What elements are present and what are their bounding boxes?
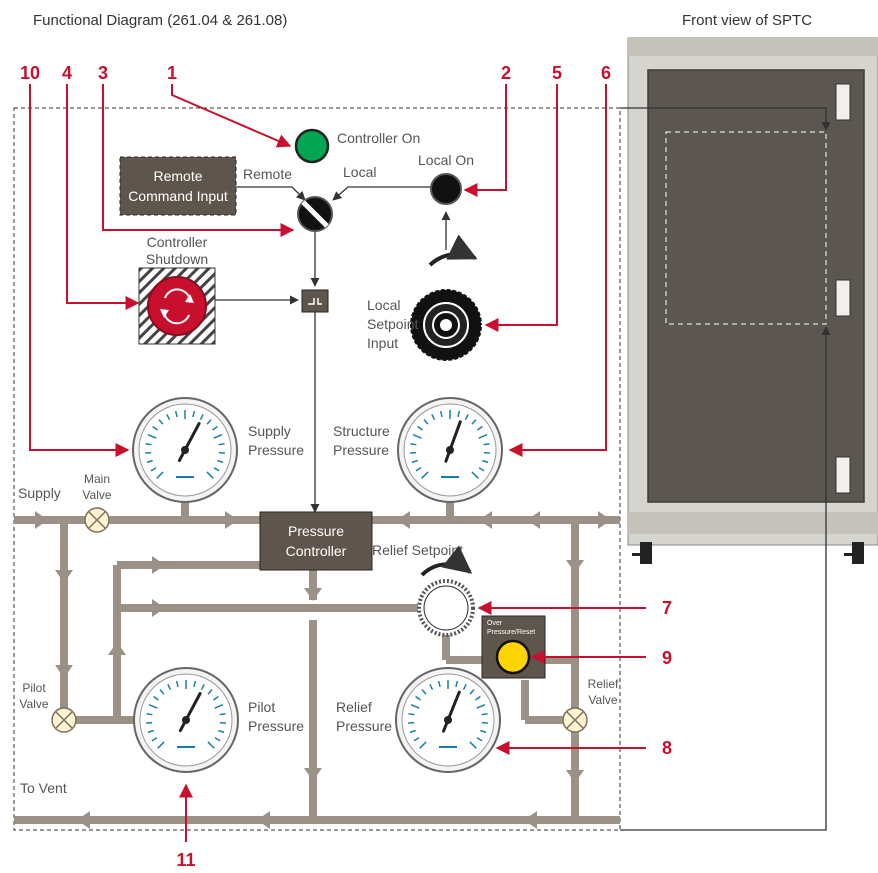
local-label: Local	[343, 164, 376, 180]
callout-9: 9	[662, 648, 672, 668]
callout-11: 11	[176, 850, 195, 870]
relief-pressure-label-2: Pressure	[336, 718, 392, 734]
callout-8: 8	[662, 738, 672, 758]
callout-6: 6	[601, 63, 611, 83]
relay-contact-icon	[308, 298, 322, 305]
relief-setpoint-dial[interactable]	[417, 579, 475, 637]
pilot-valve-icon[interactable]	[51, 707, 77, 733]
supply-pressure-gauge	[132, 397, 238, 503]
callout-3: 3	[98, 63, 108, 83]
pilot-valve-label-2: Valve	[19, 697, 48, 711]
cabinet-top-trim	[628, 38, 878, 56]
cabinet-base	[628, 512, 878, 534]
over-pressure-reset-button[interactable]	[495, 639, 531, 675]
flow-arrows	[35, 511, 611, 829]
signal-lines	[210, 186, 451, 513]
callout-5: 5	[552, 63, 562, 83]
pilot-valve-label-1: Pilot	[22, 681, 46, 695]
front-view-title: Front view of SPTC	[682, 12, 812, 29]
relief-valve-label-2: Valve	[588, 693, 617, 707]
callout-1: 1	[167, 63, 177, 83]
remote-label: Remote	[243, 166, 292, 182]
cabinet-latch-icon[interactable]	[835, 83, 851, 121]
cabinet-latch-icon[interactable]	[835, 279, 851, 317]
supply-pressure-label-1: Supply	[248, 423, 291, 439]
system-boundary	[13, 107, 621, 831]
local-setpoint-knob[interactable]	[409, 288, 483, 362]
relief-valve-icon[interactable]	[562, 707, 588, 733]
relief-rotation-indicator	[420, 545, 473, 577]
cabinet-panel	[647, 69, 865, 503]
pressure-controller-label-2: Controller	[286, 543, 347, 559]
controller-location-outline	[665, 131, 827, 325]
controller-shutdown-button[interactable]	[147, 276, 207, 336]
callout-10: 10	[20, 63, 40, 83]
local-setpoint-label-2: Setpoint	[367, 316, 418, 332]
structure-pressure-label-2: Pressure	[333, 442, 389, 458]
relief-setpoint-label: Relief Setpoint	[372, 542, 463, 558]
caster-wheel-icon	[632, 542, 652, 564]
callout-lines	[29, 84, 646, 842]
callout-2: 2	[501, 63, 511, 83]
interlock-relay	[301, 289, 329, 313]
local-setpoint-label-1: Local	[367, 297, 400, 313]
remote-command-input-box	[119, 156, 237, 216]
supply-label: Supply	[18, 485, 61, 501]
supply-pressure-label-2: Pressure	[248, 442, 304, 458]
over-pressure-label-1: Over	[487, 620, 503, 627]
gauges	[132, 397, 503, 773]
main-valve-icon[interactable]	[84, 507, 110, 533]
over-pressure-label-2: Pressure/Reset	[487, 629, 535, 636]
to-vent-label: To Vent	[20, 780, 67, 796]
local-on-button[interactable]	[430, 173, 462, 205]
main-valve-label-2: Valve	[82, 488, 111, 502]
relief-valve-label-1: Relief	[588, 677, 619, 691]
cabinet-latch-icon[interactable]	[835, 456, 851, 494]
local-setpoint-label-3: Input	[367, 335, 398, 351]
diagram-title: Functional Diagram (261.04 & 261.08)	[33, 12, 287, 29]
pressure-controller-box	[259, 511, 373, 571]
sptc-cabinet	[627, 37, 878, 564]
rotate-arrows-icon	[160, 288, 194, 325]
setpoint-rotation-indicator	[428, 234, 478, 267]
pilot-pressure-label-2: Pressure	[248, 718, 304, 734]
controller-shutdown-label-2: Shutdown	[146, 251, 208, 267]
structure-pressure-label-1: Structure	[333, 423, 390, 439]
pilot-pressure-gauge	[133, 667, 239, 773]
caster-wheel-icon	[844, 542, 864, 564]
remote-command-label-1: Remote	[153, 168, 202, 184]
controller-on-label: Controller On	[337, 130, 420, 146]
relief-pressure-gauge	[395, 667, 501, 773]
callout-7: 7	[662, 598, 672, 618]
controller-on-indicator	[294, 128, 330, 164]
pilot-pressure-label-1: Pilot	[248, 699, 275, 715]
cabinet-link-bottom	[620, 326, 831, 831]
structure-pressure-gauge	[397, 397, 503, 503]
relief-pressure-label-1: Relief	[336, 699, 372, 715]
main-valve-label-1: Main	[84, 472, 110, 486]
cabinet-link-top	[620, 107, 831, 131]
remote-command-label-2: Command Input	[128, 188, 228, 204]
controller-shutdown-label-1: Controller	[147, 234, 208, 250]
remote-local-selector-switch[interactable]	[297, 196, 333, 232]
local-on-label: Local On	[418, 152, 474, 168]
pressure-controller-label-1: Pressure	[288, 523, 344, 539]
callout-4: 4	[62, 63, 72, 83]
